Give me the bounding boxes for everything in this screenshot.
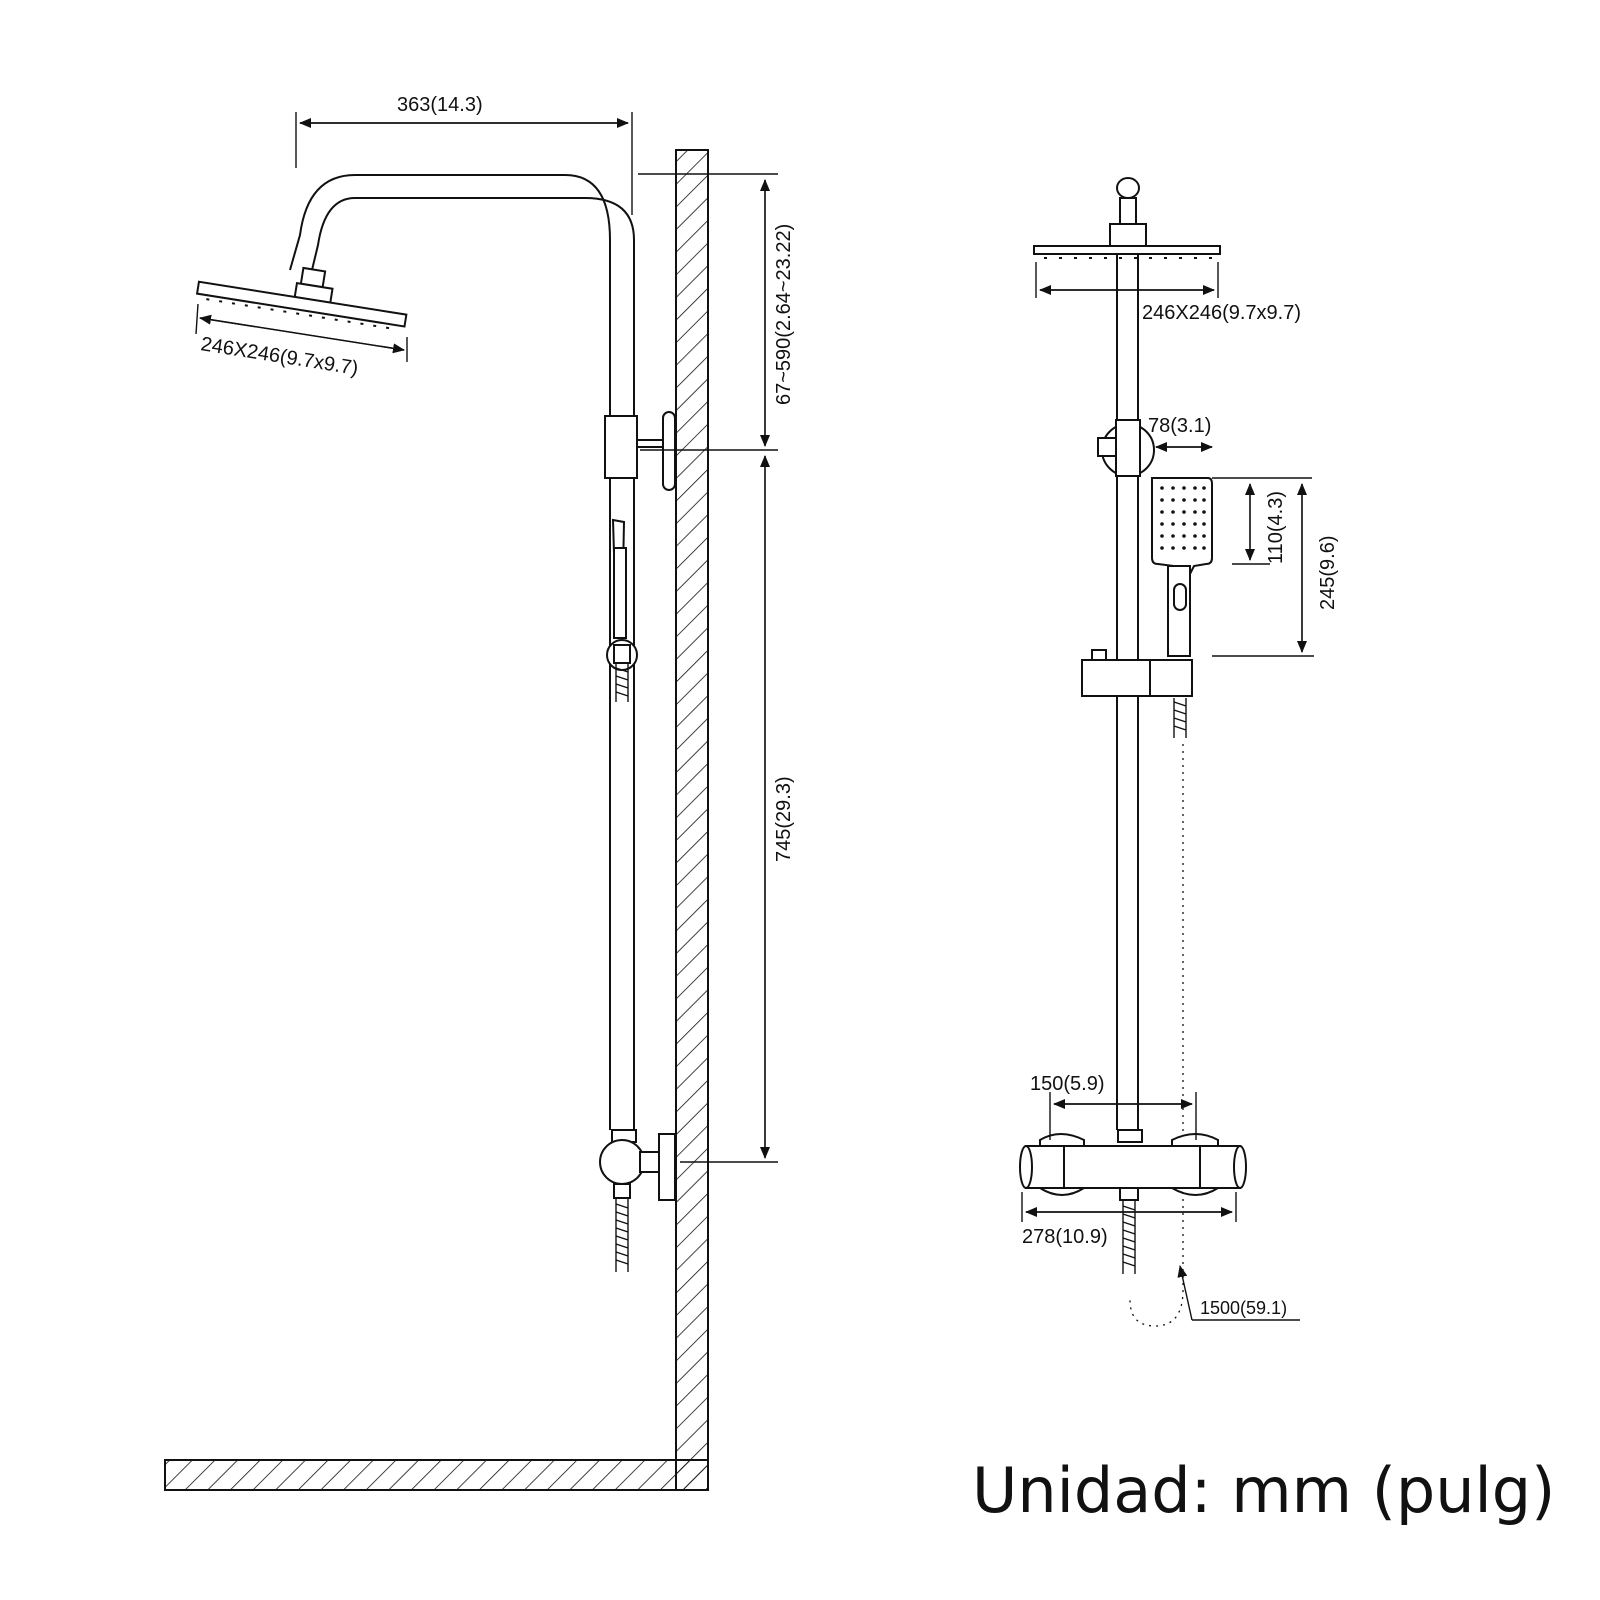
upper-wall-bracket — [604, 411, 676, 491]
shower-rail-side — [289, 174, 635, 1130]
shower-head-side — [195, 266, 408, 330]
slider-holder-front — [1081, 649, 1193, 738]
hand-shower-side — [606, 518, 638, 702]
unit-note: Unidad: mm (pulg) — [972, 1454, 1555, 1527]
mixer-side — [599, 1129, 676, 1272]
dimension-inlet-spacing: 150(5.9) — [1030, 1073, 1197, 1140]
dimension-handset-length-label: 245(9.6) — [1317, 536, 1339, 611]
dimension-hose-length: 1500(59.1) — [1177, 1265, 1300, 1321]
dimension-handle-length-label: 110(4.3) — [1265, 491, 1287, 564]
upper-bracket-front — [1097, 419, 1155, 477]
floor-section — [164, 1459, 709, 1491]
dimension-handset-length: 245(9.6) — [1212, 483, 1339, 657]
mixer-front — [1019, 1129, 1247, 1274]
dimension-head-front-label: 246X246(9.7x9.7) — [1142, 302, 1301, 324]
shower-head-front — [1033, 177, 1221, 259]
dimension-arm-length: 363(14.3) — [295, 94, 633, 215]
dimension-bracket-range-label: 67~590(2.64~23.22) — [773, 224, 795, 405]
hand-shower-front — [1151, 477, 1213, 657]
dimension-hose-length-label: 1500(59.1) — [1200, 1298, 1287, 1318]
dimension-inlet-spacing-label: 150(5.9) — [1030, 1073, 1105, 1095]
dimension-bracket-range: 67~590(2.64~23.22) — [638, 173, 795, 451]
dimension-bracket-offset-label: 78(3.1) — [1148, 415, 1211, 437]
dimension-mixer-width: 278(10.9) — [1021, 1192, 1237, 1248]
dimension-rail-height: 745(29.3) — [680, 455, 795, 1163]
wall-section — [675, 149, 709, 1491]
dimension-mixer-width-label: 278(10.9) — [1022, 1226, 1108, 1248]
dimension-head-front: 246X246(9.7x9.7) — [1035, 262, 1301, 324]
dimension-handle-length: 110(4.3) — [1212, 477, 1312, 565]
dimension-bracket-offset: 78(3.1) — [1148, 415, 1213, 452]
dimension-head-side-label: 246X246(9.7x9.7) — [199, 333, 359, 380]
dimension-rail-height-label: 745(29.3) — [773, 776, 795, 862]
dimension-arm-length-label: 363(14.3) — [397, 94, 483, 116]
